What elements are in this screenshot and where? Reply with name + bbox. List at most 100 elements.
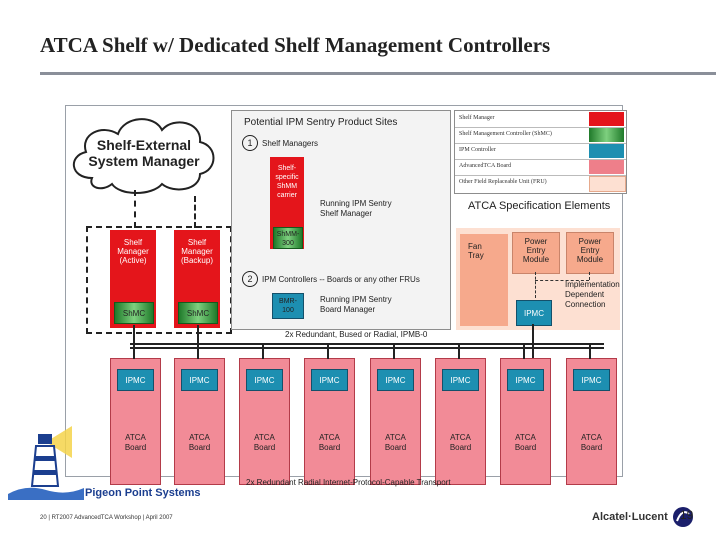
pigeon-point-logo-text: Pigeon Point Systems xyxy=(85,487,201,499)
impl-line2: Dependent xyxy=(565,290,605,299)
atca-board: IPMC ATCA Board xyxy=(304,358,355,485)
atca-board: IPMC ATCA Board xyxy=(566,358,617,485)
legend-label: Other Field Replaceable Unit (FRU) xyxy=(459,179,547,185)
legend-swatch-red xyxy=(589,112,624,126)
legend-row-ipm-controller: IPM Controller xyxy=(455,143,626,160)
board-line2: Board xyxy=(124,443,147,452)
bmr-desc-line1: Running IPM Sentry xyxy=(320,295,392,304)
product-sites-box: Potential IPM Sentry Product Sites 1 She… xyxy=(231,110,451,330)
cloud-line2: System Manager xyxy=(88,153,200,169)
carrier-line4: carrier xyxy=(277,192,297,199)
product-sites-title: Potential IPM Sentry Product Sites xyxy=(244,117,398,128)
pem1-line3: Module xyxy=(522,255,550,264)
ipmb-bus-a xyxy=(130,343,604,345)
legend-label: IPM Controller xyxy=(459,147,496,153)
shelf-manager-active: Shelf Manager (Active) ShMC xyxy=(110,230,156,328)
sm-backup-line2: Manager xyxy=(181,247,213,256)
bmr-line1: BMR- xyxy=(279,298,297,305)
board-line2: Board xyxy=(318,443,341,452)
drop-board xyxy=(523,343,525,359)
board-ipmc: IPMC xyxy=(246,369,283,391)
fan-tray: Fan Tray xyxy=(460,234,508,326)
board-ipmc-label: IPMC xyxy=(385,376,406,385)
drop-fru-ipmc xyxy=(532,324,534,359)
board-line1: ATCA xyxy=(385,433,406,442)
atca-board: IPMC ATCA Board xyxy=(174,358,225,485)
carrier-line3: ShMM xyxy=(276,183,298,190)
board-line1: ATCA xyxy=(581,433,602,442)
cloud-line1: Shelf-External xyxy=(96,137,192,153)
ipmb-bus-b xyxy=(130,347,604,349)
board-line1: ATCA xyxy=(450,433,471,442)
atca-board: IPMC ATCA Board xyxy=(110,358,161,485)
legend-label: Shelf Manager xyxy=(459,115,495,121)
board-ipmc-label: IPMC xyxy=(254,376,275,385)
alcatel-lucent-logo-icon xyxy=(673,507,693,527)
board-line2: Board xyxy=(449,443,472,452)
cloud-link-backup xyxy=(194,196,196,228)
impl-line1: Implementation xyxy=(565,280,620,289)
cloud-shape xyxy=(73,118,215,194)
legend-row-shmc: Shelf Management Controller (ShMC) xyxy=(455,127,626,144)
legend-row-other-fru: Other Field Replaceable Unit (FRU) xyxy=(455,175,626,192)
impl-link-horizontal xyxy=(535,280,589,281)
shmc-backup: ShMC xyxy=(178,302,218,324)
slide-title: ATCA Shelf w/ Dedicated Shelf Management… xyxy=(40,33,551,57)
shmm-carrier: Shelf- specific ShMM carrier ShMM- 300 xyxy=(270,157,304,249)
legend-caption: ATCA Specification Elements xyxy=(468,200,611,212)
pem2-line2: Entry xyxy=(580,246,600,255)
shelf-manager-backup: Shelf Manager (Backup) ShMC xyxy=(174,230,220,328)
power-entry-module-2: Power Entry Module xyxy=(566,232,614,274)
board-ipmc: IPMC xyxy=(573,369,610,391)
board-line2: Board xyxy=(253,443,276,452)
page-number: 19 xyxy=(680,508,694,522)
title-divider xyxy=(40,72,716,75)
site-2-circle: 2 xyxy=(242,271,258,287)
board-ipmc: IPMC xyxy=(507,369,544,391)
sm-backup-line1: Shelf xyxy=(187,238,207,247)
board-ipmc-label: IPMC xyxy=(125,376,146,385)
drop-sm-active xyxy=(133,325,135,359)
transport-label: 2x Redundant Radial Internet-Protocol-Ca… xyxy=(246,478,451,487)
impl-link-2 xyxy=(589,272,590,280)
atca-board: IPMC ATCA Board xyxy=(500,358,551,485)
board-line2: Board xyxy=(514,443,537,452)
board-ipmc: IPMC xyxy=(311,369,348,391)
site-1-circle: 1 xyxy=(242,135,258,151)
drop-board xyxy=(327,343,329,359)
atca-board: IPMC ATCA Board xyxy=(435,358,486,485)
board-line2: Board xyxy=(580,443,603,452)
board-line1: ATCA xyxy=(125,433,146,442)
sm-active-line2: Manager xyxy=(117,247,149,256)
board-ipmc: IPMC xyxy=(442,369,479,391)
drop-board xyxy=(197,343,199,359)
board-line1: ATCA xyxy=(515,433,536,442)
shmm-300: ShMM- 300 xyxy=(273,227,303,249)
legend-swatch-pink xyxy=(589,160,624,174)
board-line1: ATCA xyxy=(254,433,275,442)
atca-board: IPMC ATCA Board xyxy=(370,358,421,485)
site-2-label: IPM Controllers -- Boards or any other F… xyxy=(262,275,420,284)
legend-swatch-peach xyxy=(589,176,626,192)
carrier-line2: specific xyxy=(275,174,299,181)
pem1-line2: Entry xyxy=(526,246,546,255)
bmr-desc-line2: Board Manager xyxy=(320,305,376,314)
legend-swatch-teal xyxy=(589,144,624,158)
drop-sm-backup xyxy=(197,325,199,359)
pem2-line3: Module xyxy=(576,255,604,264)
atca-board: IPMC ATCA Board xyxy=(239,358,290,485)
board-line2: Board xyxy=(384,443,407,452)
lighthouse-logo-icon xyxy=(8,426,84,500)
bmr-100: BMR- 100 xyxy=(272,293,304,319)
impl-link-1 xyxy=(535,272,536,298)
fru-ipmc: IPMC xyxy=(516,300,552,326)
legend-row-atca-board: AdvancedTCA Board xyxy=(455,159,626,176)
cloud-link-active xyxy=(134,190,136,228)
impl-line3: Connection xyxy=(565,300,606,309)
ipmb-label: 2x Redundant, Bused or Radial, IPMB-0 xyxy=(285,330,428,339)
shmc-active: ShMC xyxy=(114,302,154,324)
board-ipmc-label: IPMC xyxy=(450,376,471,385)
sm-active-line3: (Active) xyxy=(119,256,147,265)
drop-board xyxy=(133,343,135,359)
legend-label: Shelf Management Controller (ShMC) xyxy=(459,131,552,137)
